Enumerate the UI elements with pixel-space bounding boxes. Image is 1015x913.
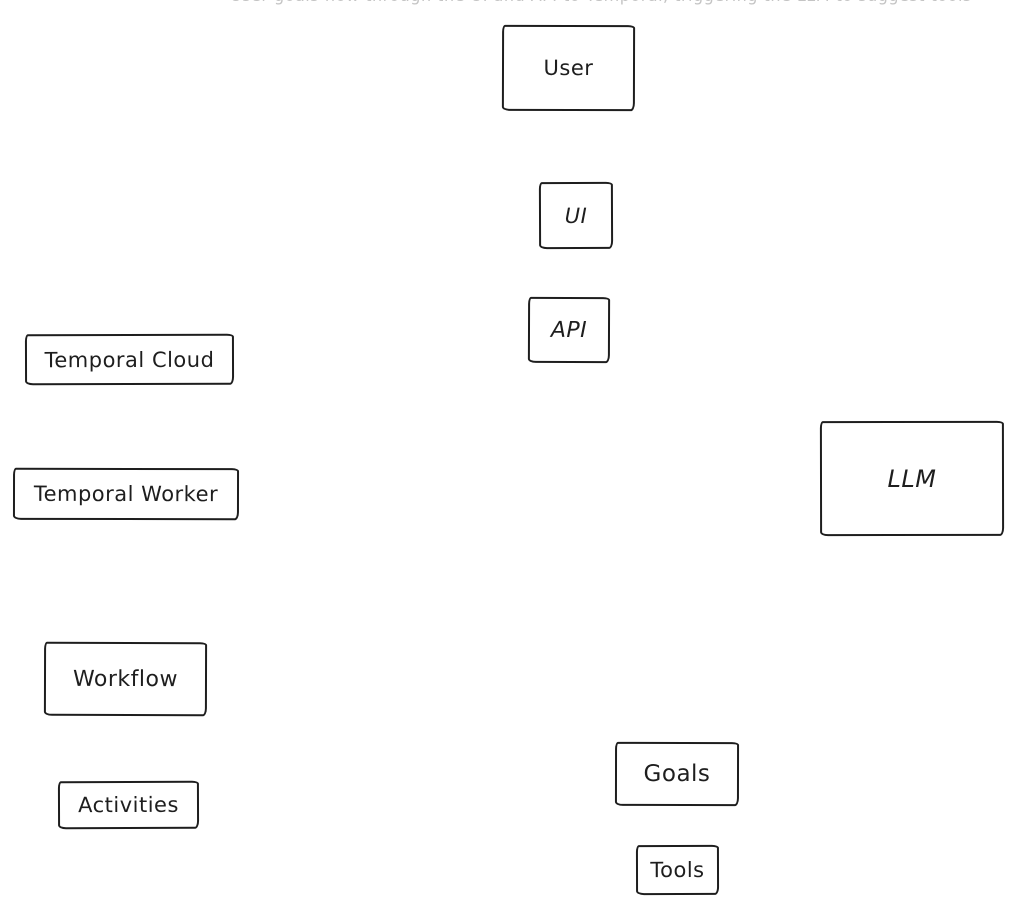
node-goals-label: Goals [643, 760, 711, 788]
node-workflow-label: Workflow [72, 666, 179, 692]
node-llm-label: LLM [887, 464, 937, 493]
node-api[interactable]: API [527, 296, 611, 364]
node-user[interactable]: User [501, 24, 636, 112]
clipped-top-text: User goals flow through the UI and API t… [230, 0, 971, 7]
node-tools-label: Tools [650, 857, 705, 883]
node-tools[interactable]: Tools [635, 844, 720, 896]
node-user-label: User [543, 55, 594, 81]
node-llm[interactable]: LLM [819, 420, 1005, 537]
node-temporal-cloud-label: Temporal Cloud [44, 347, 215, 372]
node-temporal-worker[interactable]: Temporal Worker [12, 467, 240, 521]
node-goals[interactable]: Goals [614, 741, 740, 807]
node-ui[interactable]: UI [538, 181, 614, 250]
node-api-label: API [550, 317, 588, 343]
node-temporal-cloud[interactable]: Temporal Cloud [24, 333, 235, 386]
node-activities-label: Activities [78, 792, 179, 818]
node-ui-label: UI [564, 203, 588, 228]
node-workflow[interactable]: Workflow [43, 641, 208, 717]
node-temporal-worker-label: Temporal Worker [33, 481, 219, 507]
node-activities[interactable]: Activities [57, 780, 200, 830]
